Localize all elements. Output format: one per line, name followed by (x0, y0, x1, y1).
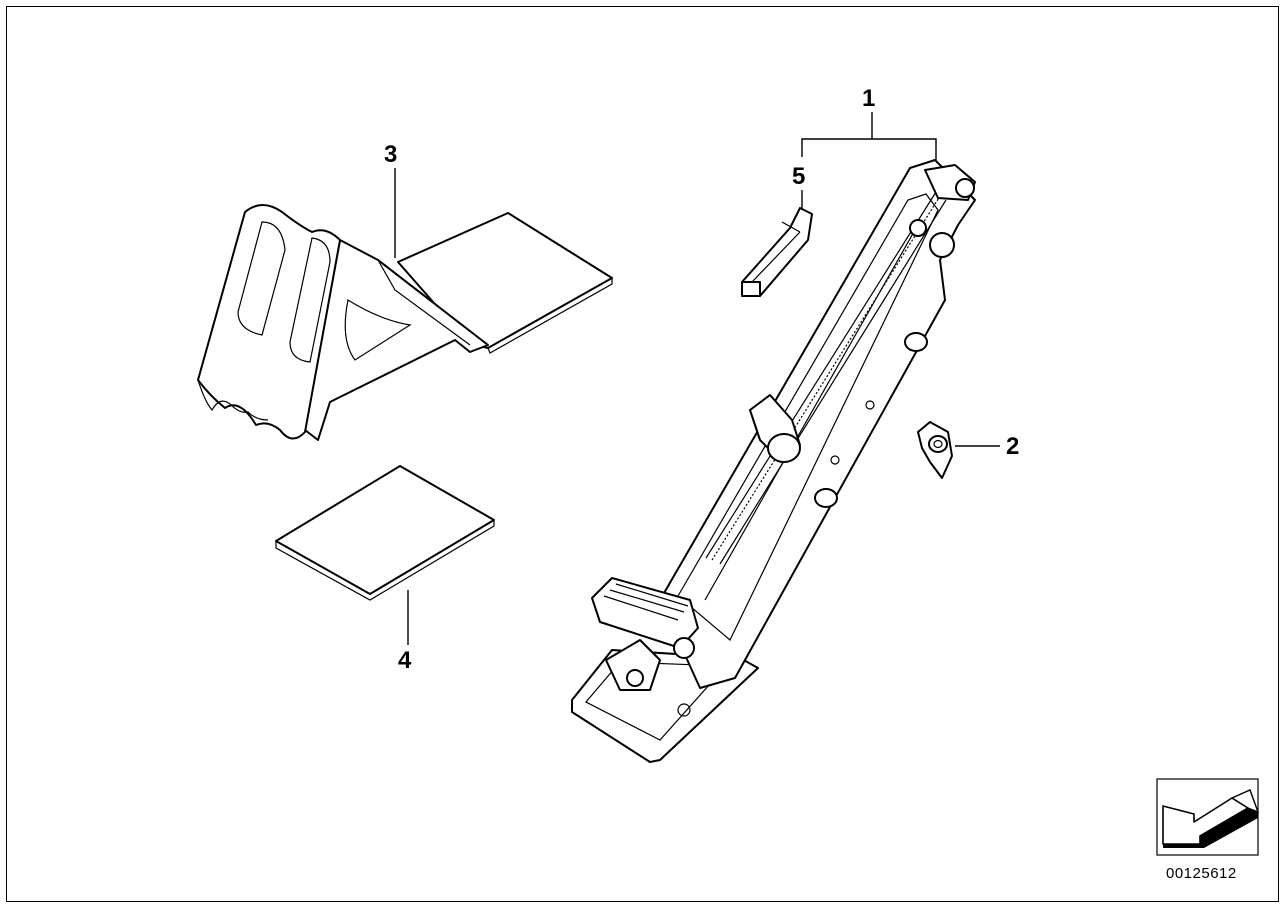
callout-3[interactable]: 3 (384, 141, 397, 168)
callout-5[interactable]: 5 (792, 163, 805, 190)
callout-2[interactable]: 2 (1006, 433, 1019, 460)
callout-4[interactable]: 4 (398, 647, 412, 674)
wing-nut-part[interactable] (917, 421, 953, 479)
scissor-jack-part[interactable] (571, 159, 976, 763)
arrow-orientation-icon (1156, 778, 1260, 856)
diagram-frame (6, 6, 1279, 902)
reference-number: 00125612 (1166, 865, 1237, 882)
jack-pad-part[interactable] (275, 465, 495, 601)
leader-bracket-1 (801, 138, 937, 160)
wheel-chock-part[interactable] (197, 204, 613, 441)
retaining-clip-part[interactable] (741, 207, 813, 297)
callout-1[interactable]: 1 (862, 85, 875, 112)
